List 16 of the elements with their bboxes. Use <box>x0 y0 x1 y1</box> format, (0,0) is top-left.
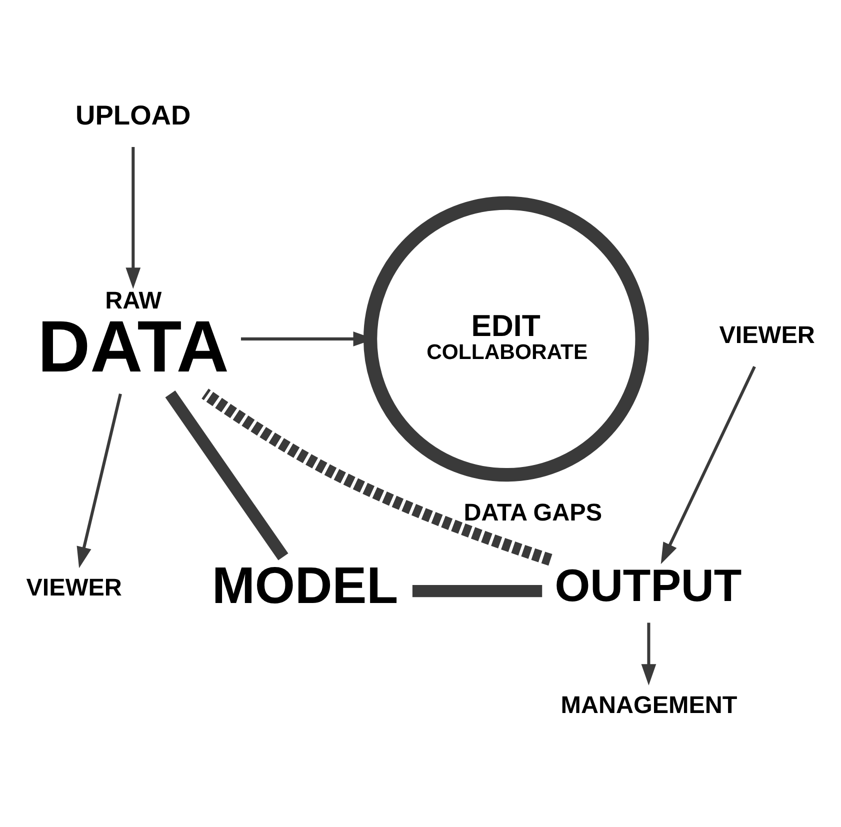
connector <box>165 390 288 560</box>
connector <box>412 584 542 597</box>
node-text: OUTPUT <box>554 559 742 610</box>
node-text: MANAGEMENT <box>560 691 738 718</box>
node-circle: EDIT COLLABORATE <box>363 196 649 482</box>
arrow <box>76 393 122 568</box>
arrow <box>126 146 141 288</box>
node-text: VIEWER <box>719 322 815 349</box>
arrow <box>641 622 656 685</box>
node-text: VIEWER <box>26 574 122 601</box>
edge-label: DATA GAPS <box>464 498 602 526</box>
node-text: RAW DATA <box>38 286 229 387</box>
arrow <box>660 366 756 564</box>
node-text: MODEL <box>212 555 398 614</box>
connector <box>202 388 552 566</box>
node-text: UPLOAD <box>76 99 191 130</box>
